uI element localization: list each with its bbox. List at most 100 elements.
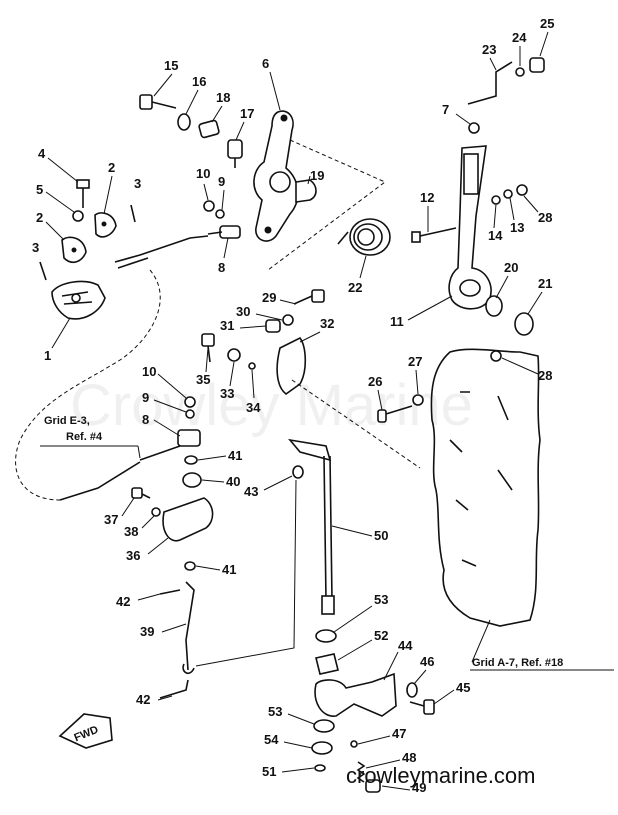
callout-22: 22: [348, 280, 362, 295]
callout-3-upper: 3: [134, 176, 141, 191]
part-54-washer: [311, 741, 333, 755]
callout-42-upper: 42: [116, 594, 130, 609]
callout-20: 20: [504, 260, 518, 275]
callout-47: 47: [392, 726, 406, 741]
callout-8-lower: 8: [142, 412, 149, 427]
part-13-nut: [503, 189, 513, 199]
callout-26: 26: [368, 374, 382, 389]
part-1-bracket: [51, 280, 106, 320]
callout-5: 5: [36, 182, 43, 197]
callout-28-lower: 28: [538, 368, 552, 383]
callout-42-lower: 42: [136, 692, 150, 707]
throttle-cable-lower: [59, 461, 141, 501]
callout-52: 52: [374, 628, 388, 643]
callout-49: 49: [412, 780, 426, 795]
callout-2-lower: 2: [36, 210, 43, 225]
callout-9-lower: 9: [142, 390, 149, 405]
part-10-nut-lower: [184, 396, 196, 408]
callout-41-lower: 41: [222, 562, 236, 577]
part-15-bolt: [139, 94, 177, 110]
callout-16: 16: [192, 74, 206, 89]
part-24-nut: [515, 67, 525, 77]
part-27-washer: [412, 394, 424, 406]
part-47-ball: [350, 740, 358, 748]
callout-8-upper: 8: [218, 260, 225, 275]
callout-28-upper: 28: [538, 210, 552, 225]
part-41-washer-lower: [184, 561, 196, 571]
callout-30: 30: [236, 304, 250, 319]
callout-numbers: 1 2 2 3 3 4 5 6 7 8 8 9 9 10 10 11 12 13: [32, 16, 554, 795]
watermark: Crowley Marine: [70, 373, 473, 438]
callout-21: 21: [538, 276, 552, 291]
part-32-bracket: [276, 336, 307, 395]
callout-14: 14: [488, 228, 503, 243]
callout-46: 46: [420, 654, 434, 669]
callout-40: 40: [226, 474, 240, 489]
callout-12: 12: [420, 190, 434, 205]
callout-53-upper: 53: [374, 592, 388, 607]
part-35-bolt: [201, 333, 215, 363]
callout-33: 33: [220, 386, 234, 401]
callout-35: 35: [196, 372, 210, 387]
part-25-joint: [529, 57, 545, 73]
part-9-washer-upper: [215, 209, 225, 219]
part-7-nut: [468, 122, 480, 134]
part-37-bolt: [131, 487, 151, 499]
grid-e3-ref-line2: Ref. #4: [66, 431, 103, 443]
part-31-collar: [265, 319, 281, 333]
callout-31: 31: [220, 318, 234, 333]
part-33-collar: [227, 348, 241, 362]
part-16-washer: [177, 113, 191, 131]
part-3-screw-upper: [130, 204, 136, 223]
part-6-throttle-lever: [253, 110, 299, 242]
callout-37: 37: [104, 512, 118, 527]
part-36-lever: [162, 497, 214, 542]
part-8-ball-joint-upper: [207, 225, 241, 239]
callout-50: 50: [374, 528, 388, 543]
part-50-shift-rod: [288, 438, 335, 615]
callout-29: 29: [262, 290, 276, 305]
part-22-spring: [337, 218, 391, 256]
callout-10-lower: 10: [142, 364, 156, 379]
fwd-arrow-icon: FWD: [58, 713, 113, 749]
callout-53-lower: 53: [268, 704, 282, 719]
callout-38: 38: [124, 524, 138, 539]
callout-36: 36: [126, 548, 140, 563]
part-20-washer: [485, 295, 503, 317]
part-52-nut: [315, 653, 339, 675]
part-45-bolt: [409, 699, 435, 715]
part-2-clamp-lower: [61, 236, 87, 264]
callout-51: 51: [262, 764, 276, 779]
part-8-ball-joint-lower: [139, 429, 201, 461]
callout-19: 19: [310, 168, 324, 183]
part-42-clip-lower: [159, 679, 189, 699]
part-53-washer-lower: [313, 719, 335, 733]
part-29-bolt: [293, 289, 325, 305]
cable-routing-dashed: [15, 269, 161, 501]
part-5-nut: [72, 210, 84, 222]
callout-3-lower: 3: [32, 240, 39, 255]
callout-48: 48: [402, 750, 416, 765]
part-12-bolt: [411, 227, 457, 243]
throttle-cable-upper: [114, 235, 209, 263]
callout-6: 6: [262, 56, 269, 71]
callout-43: 43: [244, 484, 258, 499]
part-3-screw-lower: [39, 261, 47, 281]
callout-54: 54: [264, 732, 279, 747]
part-4-bolt: [76, 179, 90, 208]
part-44-shift-bracket: [314, 672, 397, 717]
part-28-cap-upper: [516, 184, 528, 196]
part-46-washer: [406, 682, 418, 698]
callout-24: 24: [512, 30, 527, 45]
callout-41-upper: 41: [228, 448, 242, 463]
grid-a7-ref: Grid A-7, Ref. #18: [472, 657, 563, 669]
part-40-collar: [182, 472, 202, 488]
part-14-washer: [491, 195, 501, 205]
callout-34: 34: [246, 400, 261, 415]
callout-9-upper: 9: [218, 174, 225, 189]
callout-1: 1: [44, 348, 51, 363]
callout-15: 15: [164, 58, 178, 73]
engine-block-outline: [430, 348, 541, 627]
grid-e3-ref-line1: Grid E-3,: [44, 415, 90, 427]
part-30-washer: [282, 314, 294, 326]
